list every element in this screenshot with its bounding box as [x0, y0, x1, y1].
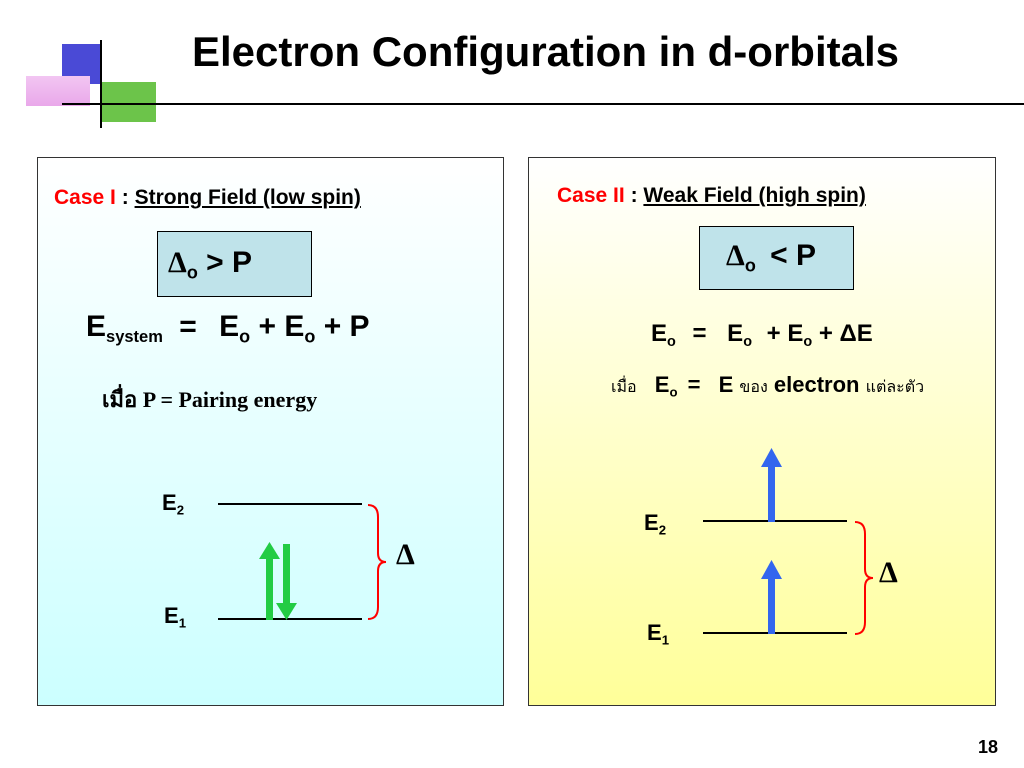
condition-relation: > P [206, 246, 253, 279]
level-e2-text: E [644, 510, 659, 535]
case-heading: Case II : Weak Field (high spin) [557, 184, 866, 208]
level-e1-label: E1 [164, 603, 187, 631]
eq-lhs-sub: system [106, 327, 163, 346]
note-each: แต่ละตัว [865, 379, 925, 396]
note-electron: electron [773, 372, 860, 397]
eq-term2: + E [258, 310, 305, 343]
eq-term2: + E [766, 320, 804, 347]
condition-box: Δo < P [699, 226, 854, 290]
note-e-sub: o [669, 384, 678, 400]
panel-weak-field: Case II : Weak Field (high spin) Δo < P … [528, 157, 996, 706]
case-label: Case II [557, 184, 625, 207]
gap-delta: Δ [879, 556, 898, 589]
title-rule [62, 103, 1024, 105]
spin-up-arrow [259, 542, 280, 620]
decor-square-pink [26, 76, 90, 106]
delta-symbol: Δ [168, 246, 187, 279]
eq-term2-sub: o [304, 326, 316, 347]
level-e1-text: E [647, 620, 662, 645]
condition-relation: < P [770, 239, 817, 272]
panel-strong-field: Case I : Strong Field (low spin) Δo > P … [37, 157, 504, 706]
eq-term1-sub: o [239, 326, 251, 347]
delta-subscript: o [744, 255, 756, 276]
gap-delta: Δ [396, 538, 415, 571]
gap-brace [854, 521, 874, 635]
gap-brace [367, 504, 387, 620]
condition-box: Δo > P [157, 231, 312, 297]
eq-sign: = [179, 310, 197, 343]
eq-tail: + P [323, 310, 370, 343]
level-e1-text: E [164, 603, 179, 628]
pairing-note: เมื่อ P = Pairing energy [102, 387, 318, 412]
level-e2-sub: 2 [658, 522, 667, 538]
eq-term2-sub: o [803, 334, 813, 351]
level-e2-sub: 2 [176, 502, 185, 518]
paired-spin-arrows [259, 542, 297, 620]
note-eqsign: = [687, 372, 701, 397]
decor-square-green [100, 82, 156, 122]
decor-vertical-line [100, 40, 102, 128]
note-of: ของ [739, 379, 768, 396]
case-name: Strong Field (low spin) [134, 186, 361, 209]
note-e: E [654, 372, 670, 397]
eq-lhs-sub: o [667, 334, 676, 351]
case-colon: : [630, 184, 638, 207]
note-e2: E [718, 372, 734, 397]
level-e2-line [218, 503, 362, 505]
level-e1-sub: 1 [178, 615, 187, 631]
page-title: Electron Configuration in d-orbitals [192, 28, 899, 75]
eq-lhs: E [86, 310, 107, 343]
eq-term1-sub: o [743, 334, 752, 351]
page-number: 18 [977, 737, 998, 757]
eq-term1: E [727, 320, 744, 347]
spin-down-arrow [276, 544, 297, 620]
level-e1-line [218, 618, 362, 620]
electron-note: เมื่อ Eo = E ของ electron แต่ละตัว [611, 372, 924, 400]
energy-equation: Esystem = Eo + Eo + P [86, 310, 370, 347]
spin-up-arrow-e2 [761, 448, 782, 522]
level-e1-sub: 1 [661, 632, 670, 648]
level-e2-label: E2 [644, 510, 667, 538]
eq-lhs: E [651, 320, 668, 347]
case-heading: Case I : Strong Field (low spin) [54, 186, 361, 210]
case-name: Weak Field (high spin) [643, 184, 866, 207]
case-label: Case I [54, 186, 116, 209]
level-e1-label: E1 [647, 620, 670, 648]
delta-symbol: Δ [726, 239, 745, 272]
note-when: เมื่อ [611, 379, 637, 396]
spin-up-arrow-e1 [761, 560, 782, 634]
delta-subscript: o [186, 262, 198, 283]
eq-sign: = [692, 320, 707, 347]
eq-term1: E [219, 310, 240, 343]
level-e2-label: E2 [162, 490, 185, 518]
energy-equation: Eo = Eo + Eo + ΔE [651, 320, 873, 351]
eq-tail: + ΔE [818, 320, 873, 347]
level-e2-text: E [162, 490, 177, 515]
case-colon: : [121, 186, 129, 209]
